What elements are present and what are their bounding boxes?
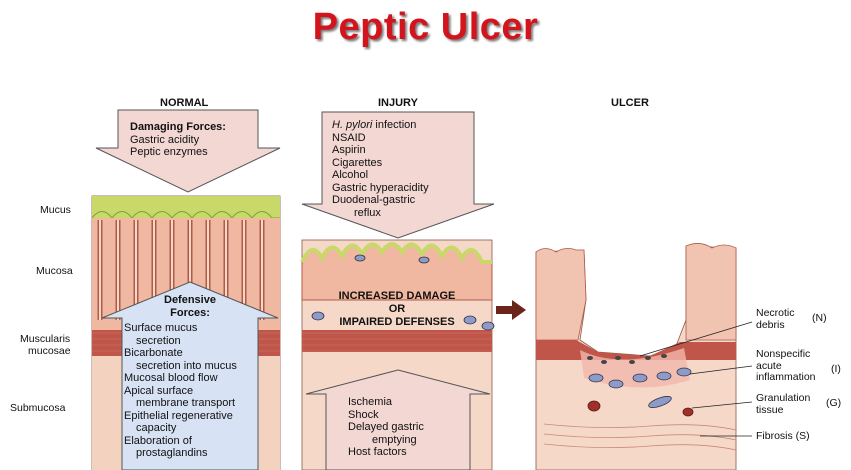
label-granulation-tissue: Granulation tissue — [756, 393, 810, 416]
injury-cause: Gastric hyperacidity — [332, 182, 429, 195]
label-nonspecific-inflammation: Nonspecific acute inflammation — [756, 349, 816, 384]
host-factor: Shock — [348, 409, 424, 422]
label-necrotic-debris: Necrotic debris — [756, 308, 795, 331]
damaging-forces-text: Damaging Forces: Gastric acidity Peptic … — [130, 121, 226, 159]
increased-damage-text: INCREASED DAMAGE OR IMPAIRED DEFENSES — [322, 290, 472, 329]
defensive-line: Epithelial regenerative — [124, 410, 237, 423]
defensive-forces-list: Surface mucus secretion Bicarbonate secr… — [124, 322, 237, 460]
label-granulation-code: (G) — [826, 398, 841, 410]
host-factor: Ischemia — [348, 396, 424, 409]
defensive-line: Mucosal blood flow — [124, 372, 237, 385]
injury-cause: NSAID — [332, 132, 429, 145]
host-factor: Host factors — [348, 446, 424, 459]
defensive-heading-1: Defensive — [150, 294, 230, 307]
label-necrotic-code: (N) — [812, 313, 827, 325]
host-factors-list: Ischemia Shock Delayed gastric emptying … — [348, 396, 424, 459]
injury-cause: Aspirin — [332, 144, 429, 157]
defensive-forces-heading-block: Defensive Forces: — [150, 294, 230, 319]
defensive-line: Bicarbonate — [124, 347, 237, 360]
damaging-forces-heading: Damaging Forces: — [130, 121, 226, 134]
injury-cause: reflux — [332, 207, 429, 220]
injury-cause: Duodenal-gastric — [332, 194, 429, 207]
injury-cause: Cigarettes — [332, 157, 429, 170]
defensive-line: capacity — [124, 422, 237, 435]
defensive-line: membrane transport — [124, 397, 237, 410]
damaging-item: Peptic enzymes — [130, 146, 226, 159]
defensive-line: prostaglandins — [124, 447, 237, 460]
defensive-line: secretion — [124, 335, 237, 348]
damaging-item: Gastric acidity — [130, 134, 226, 147]
injury-cause-hpylori: H. pylori infection — [332, 119, 429, 132]
defensive-heading-2: Forces: — [150, 307, 230, 320]
defensive-line: Surface mucus — [124, 322, 237, 335]
injury-cause: Alcohol — [332, 169, 429, 182]
host-factor: Delayed gastric — [348, 421, 424, 434]
defensive-line: Elaboration of — [124, 435, 237, 448]
host-factor: emptying — [348, 434, 424, 447]
progression-arrow — [496, 300, 526, 320]
injury-causes-list: H. pylori infection NSAID Aspirin Cigare… — [332, 119, 429, 219]
defensive-line: secretion into mucus — [124, 360, 237, 373]
label-nonspecific-code: (I) — [831, 364, 841, 376]
defensive-line: Apical surface — [124, 385, 237, 398]
label-fibrosis: Fibrosis (S) — [756, 431, 810, 443]
